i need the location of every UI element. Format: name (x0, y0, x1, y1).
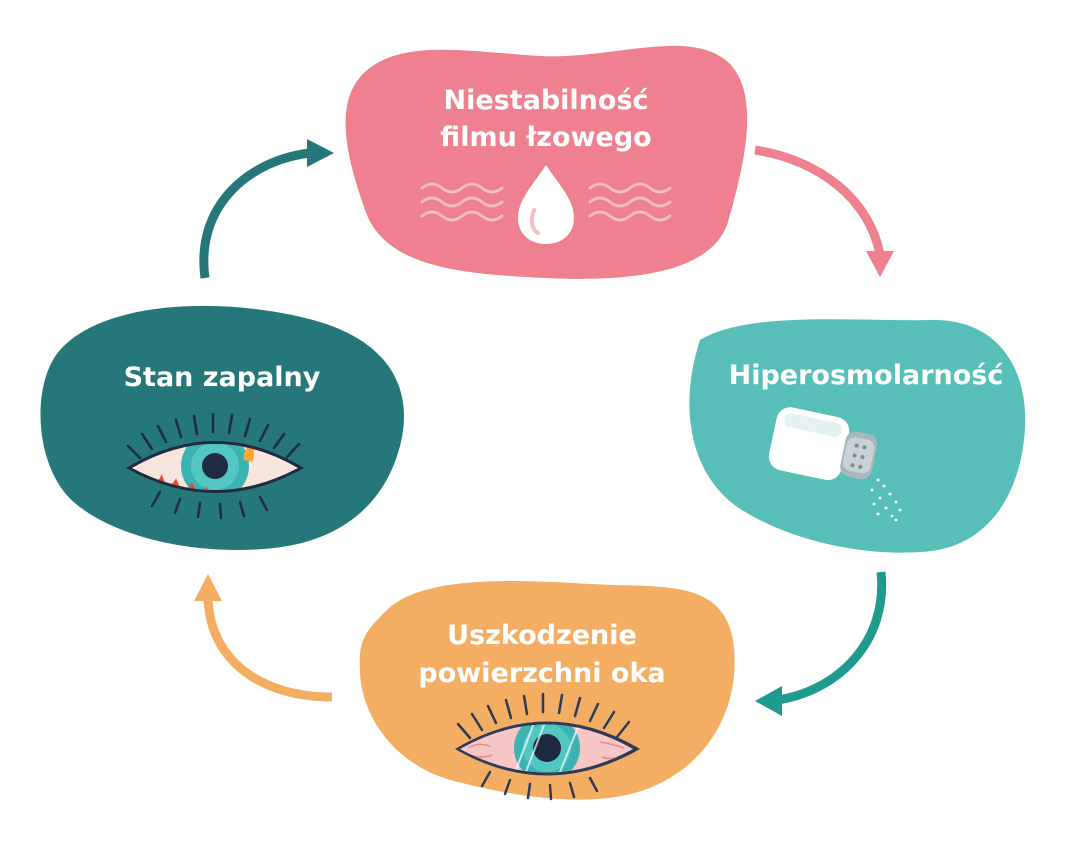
water-drop-with-waves-icon (420, 165, 672, 244)
arrow-hyperosmolarity-to-surface-damage (755, 571, 887, 716)
node-label-line2: filmu łzowego (440, 122, 651, 153)
node-label: Stan zapalny (124, 362, 321, 393)
arrow-shaft (777, 571, 887, 705)
node-tear-film: Niestabilność filmu łzowego (345, 45, 748, 279)
node-label-line1: Uszkodzenie (447, 620, 637, 651)
node-blob (359, 581, 735, 800)
node-blob (40, 305, 404, 551)
arrow-inflammation-to-tear-film (199, 139, 334, 279)
arrow-shaft (754, 145, 885, 256)
node-inflammation: Stan zapalny (40, 305, 404, 551)
arrow-head (307, 139, 334, 167)
node-hyperosmolarity: Hiperosmolarność (689, 319, 1026, 553)
arrow-tear-film-to-hyperosmolarity (754, 145, 894, 277)
node-label: Hiperosmolarność (729, 360, 1004, 391)
arrow-surface-damage-to-inflammation (194, 574, 333, 702)
node-label-line1: Niestabilność (443, 85, 648, 116)
node-surface-damage: Uszkodzenie powierzchni oka (359, 581, 735, 801)
inflamed-eye-with-flames-icon (126, 412, 304, 520)
arrow-head (194, 574, 222, 601)
arrow-head (755, 686, 782, 716)
node-label-line2: powierzchni oka (418, 658, 665, 689)
arrow-shaft (199, 148, 311, 279)
irritated-eye-icon (455, 692, 640, 801)
node-blob (345, 45, 748, 279)
arrow-head (866, 251, 894, 277)
salt-shaker-icon (768, 407, 902, 522)
arrow-shaft (203, 597, 333, 702)
